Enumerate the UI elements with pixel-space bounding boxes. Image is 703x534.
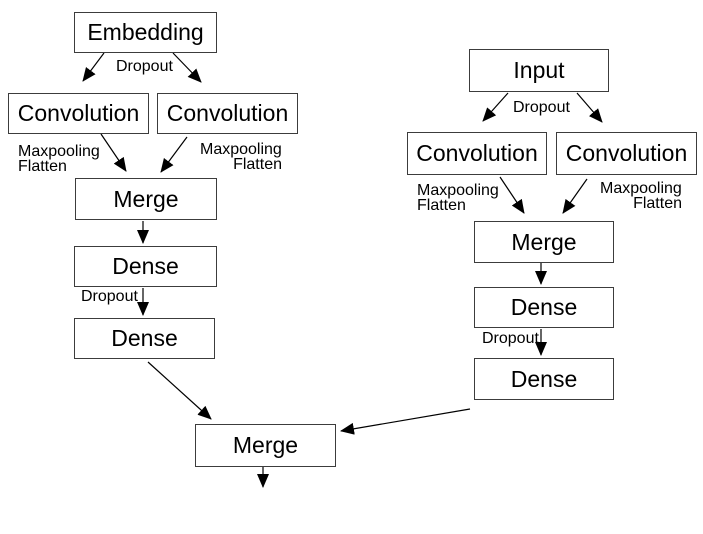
label-maxpooling-left-a: Maxpooling: [18, 143, 100, 160]
label-dropout-input: Dropout: [513, 99, 570, 116]
label-dropout-dense-left: Dropout: [81, 288, 138, 305]
label-flatten-left-b: Flatten: [233, 156, 282, 173]
label-flatten-right-b: Flatten: [633, 195, 682, 212]
node-dense-left-b: Dense: [74, 318, 215, 359]
edge-embedding-to-conv-left-a: [82, 52, 105, 82]
edge-conv-left-a-to-merge-left: [100, 133, 127, 172]
node-convolution-right-b: Convolution: [556, 132, 697, 175]
node-merge-left: Merge: [75, 178, 217, 220]
node-merge-right: Merge: [474, 221, 614, 263]
node-embedding: Embedding: [74, 12, 217, 53]
label-maxpooling-right-b: Maxpooling: [600, 180, 682, 197]
edge-input-to-conv-right-a: [482, 92, 509, 122]
edge-dense-right-b-to-merge-final: [340, 408, 471, 435]
label-flatten-right-a: Flatten: [417, 197, 466, 214]
edge-conv-right-a-to-merge-right: [499, 176, 525, 214]
edge-conv-left-b-to-merge-left: [160, 136, 188, 173]
node-input: Input: [469, 49, 609, 92]
node-dense-right-b: Dense: [474, 358, 614, 400]
edge-input-to-conv-right-b: [576, 92, 603, 123]
edge-embedding-to-conv-left-b: [172, 52, 202, 83]
node-dense-right-a: Dense: [474, 287, 614, 328]
node-convolution-right-a: Convolution: [407, 132, 547, 175]
node-dense-left-a: Dense: [74, 246, 217, 287]
node-convolution-left-b: Convolution: [157, 93, 298, 134]
label-dropout-dense-right: Dropout: [482, 330, 539, 347]
edge-conv-right-b-to-merge-right: [562, 178, 588, 214]
label-maxpooling-right-a: Maxpooling: [417, 182, 499, 199]
label-flatten-left-a: Flatten: [18, 158, 67, 175]
label-maxpooling-left-b: Maxpooling: [200, 141, 282, 158]
label-dropout-embedding: Dropout: [116, 58, 173, 75]
node-merge-final: Merge: [195, 424, 336, 467]
node-convolution-left-a: Convolution: [8, 93, 149, 134]
edge-dense-left-b-to-merge-final: [147, 361, 212, 420]
